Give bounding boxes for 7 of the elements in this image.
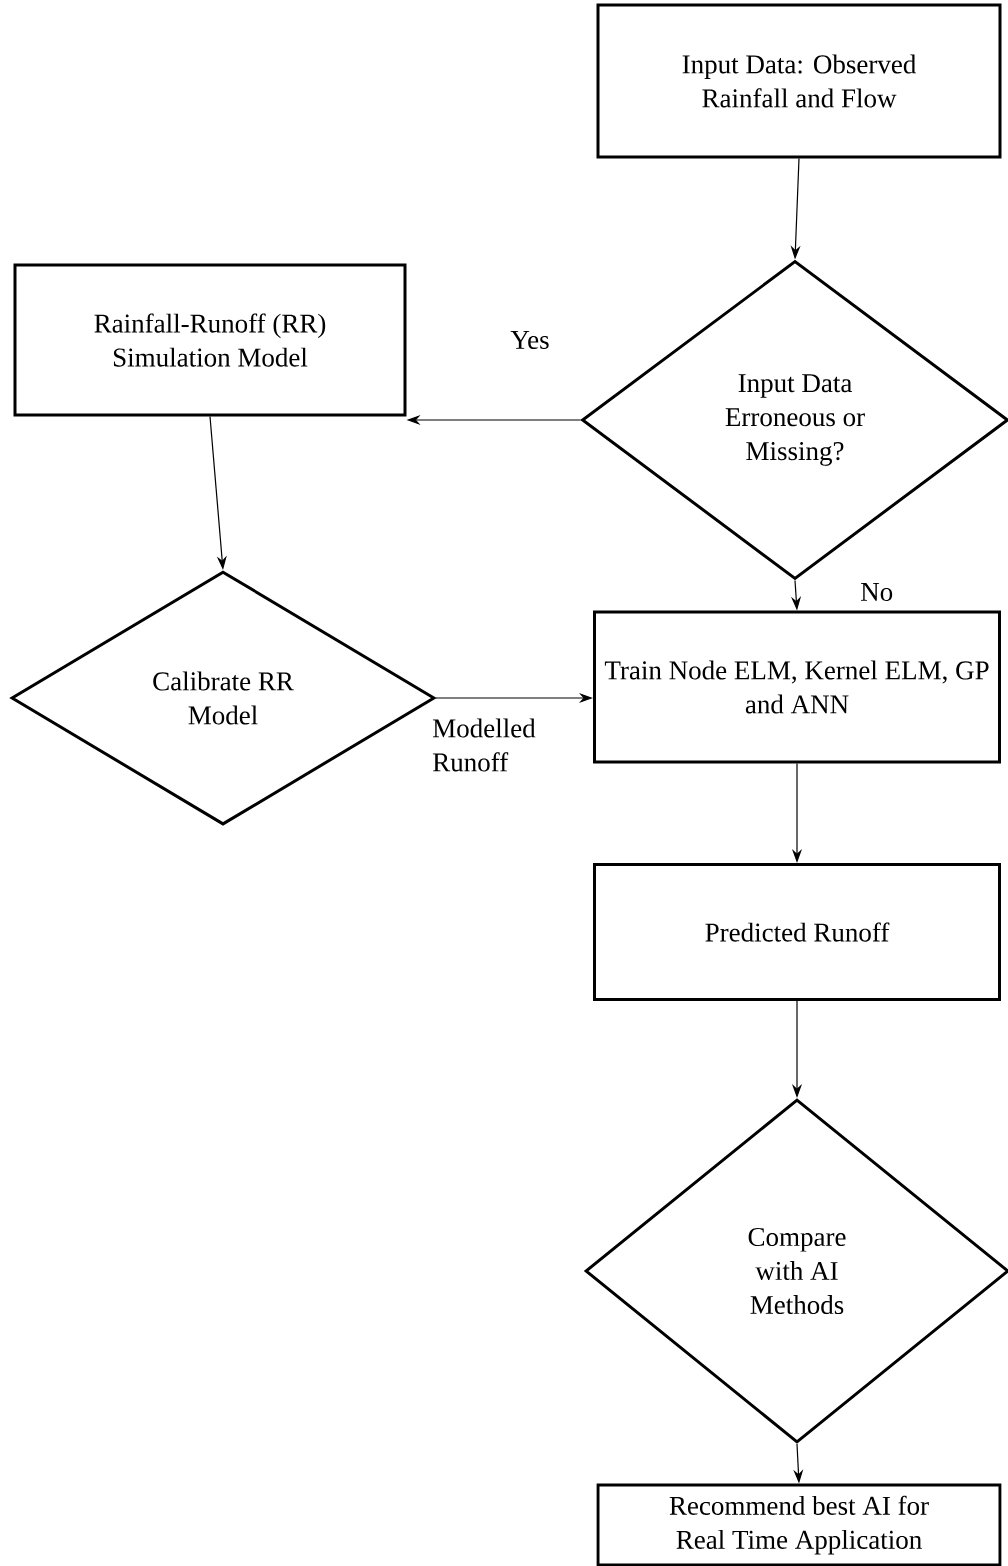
process-box: Rainfall-Runoff (RR) Simulation Model xyxy=(13,263,407,417)
process-box: Train Node ELM, Kernel ELM, GP and ANN xyxy=(593,610,1001,764)
edge-label: Yes xyxy=(510,331,549,349)
process-box: Input Data: Observed Rainfall and Flow xyxy=(596,3,1002,159)
process-box: Recommend best AI for Real Time Application xyxy=(596,1483,1002,1566)
edge-label: No xyxy=(861,583,893,601)
process-box: Predicted Runoff xyxy=(593,863,1001,1001)
